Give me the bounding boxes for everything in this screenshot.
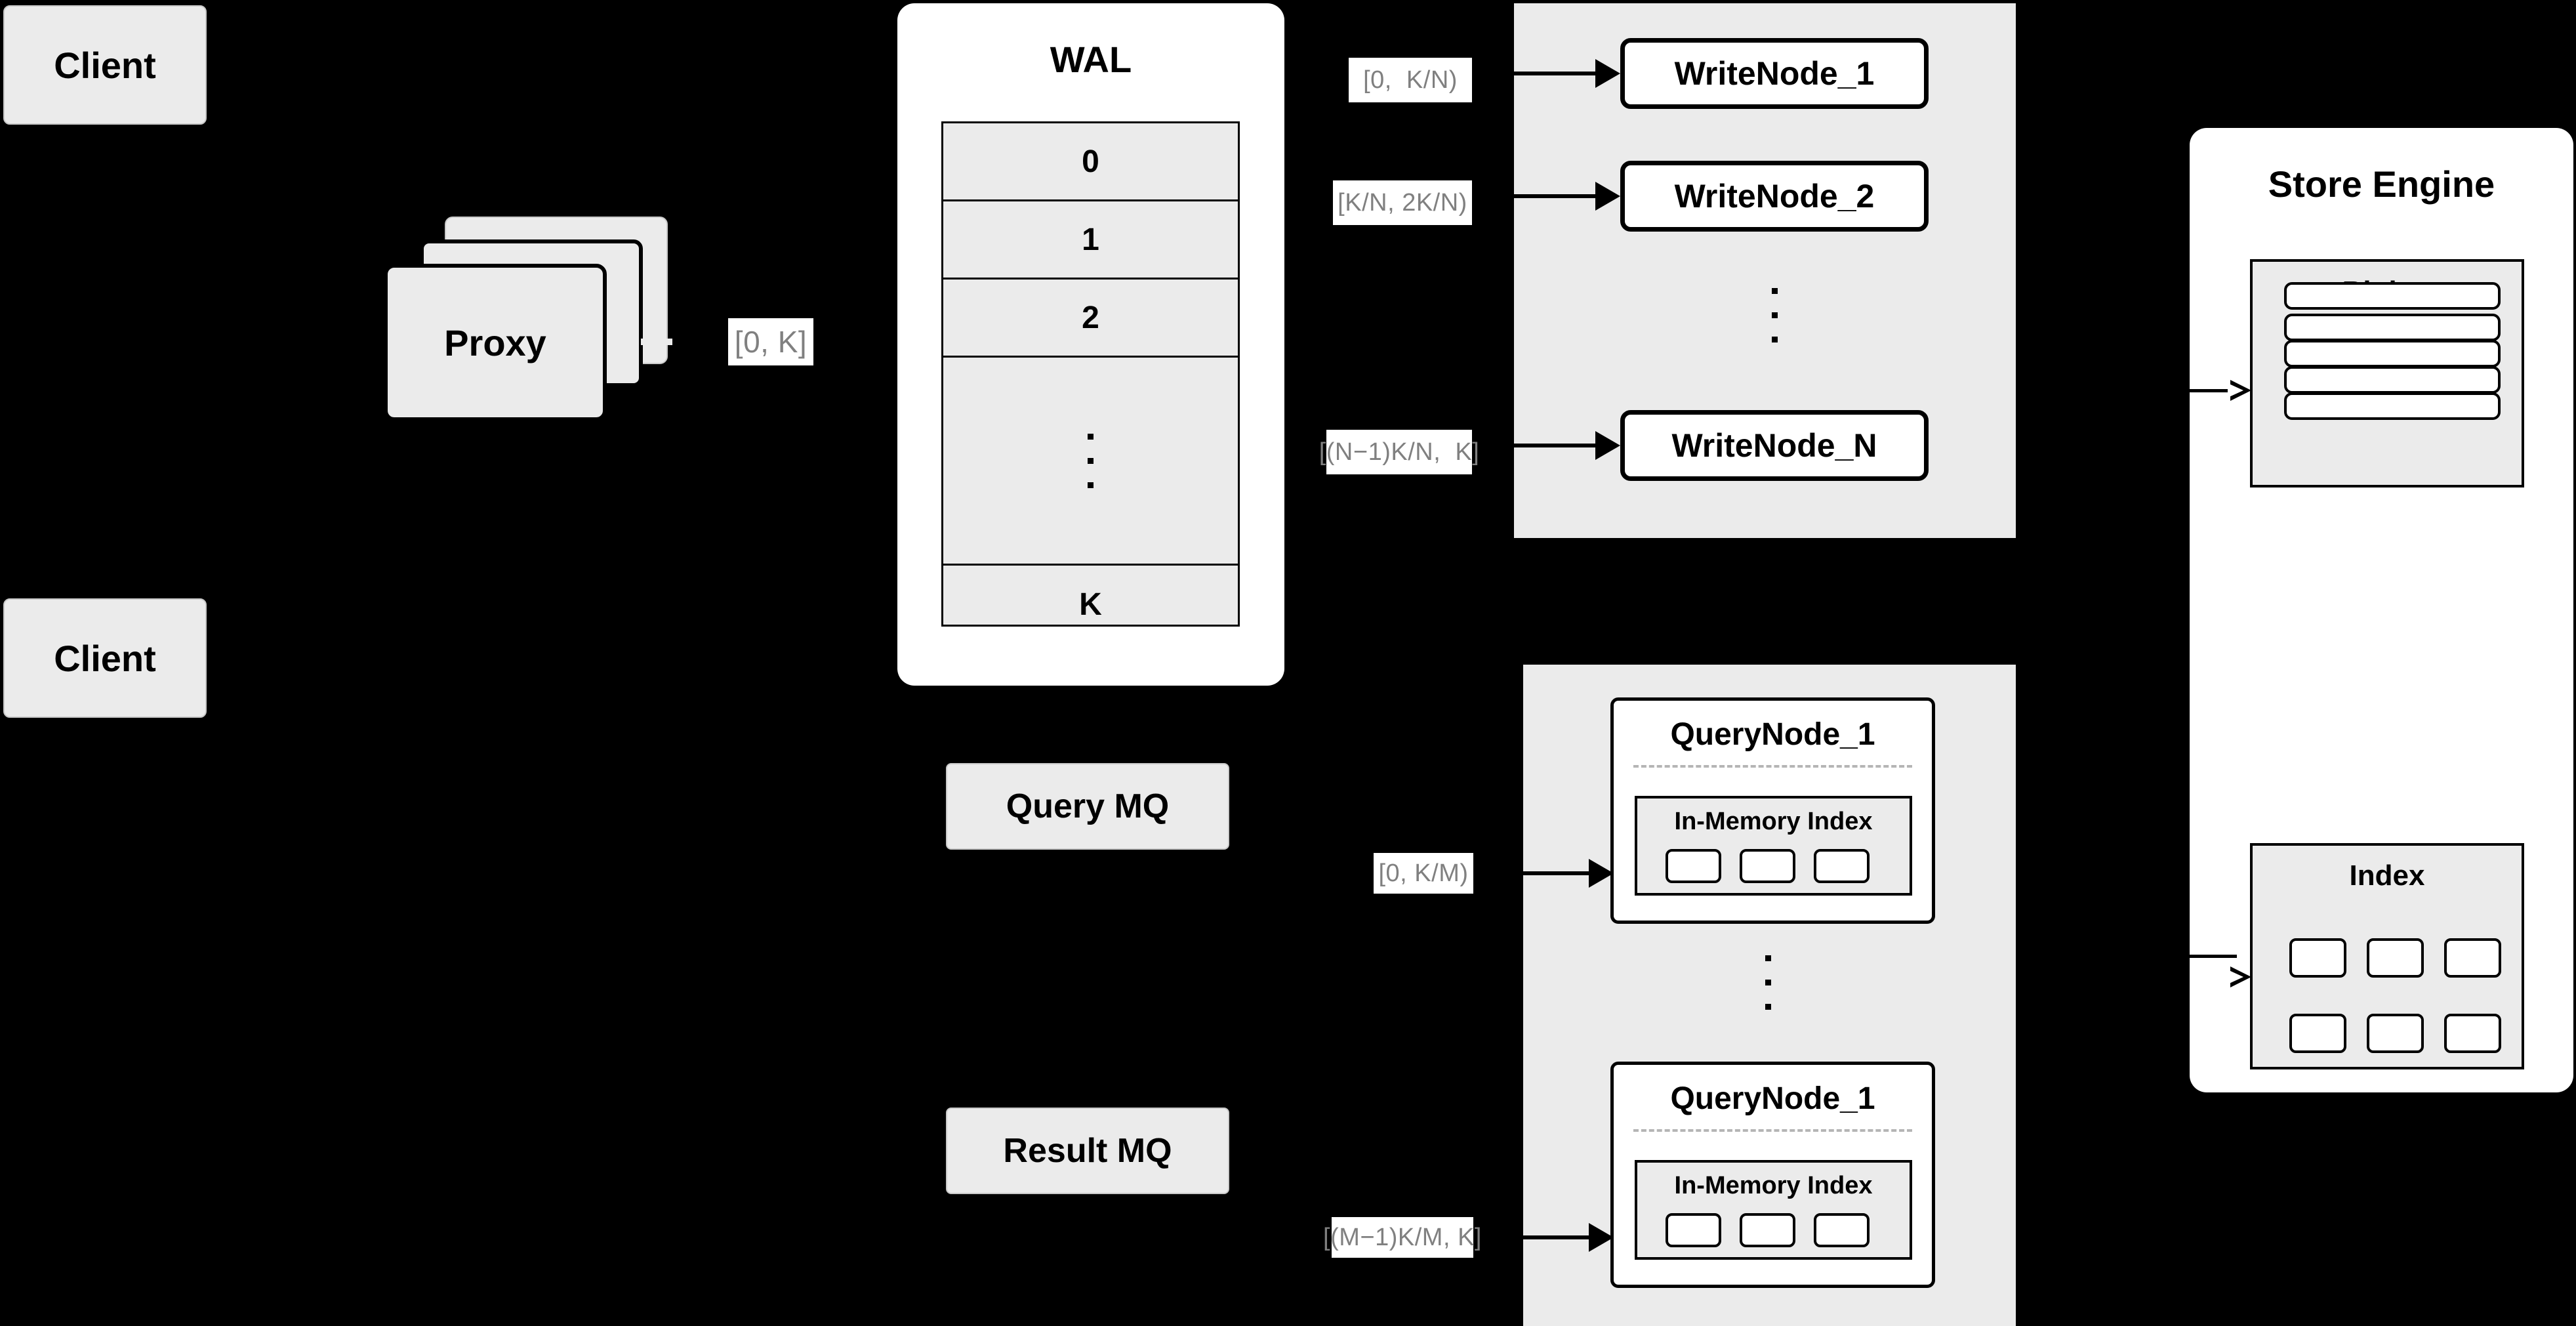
query-node-ellipsis xyxy=(1745,938,1791,1027)
index-chip[interactable] xyxy=(2289,938,2346,978)
binlog-row[interactable] xyxy=(2284,392,2501,420)
query-node-1-title: QueryNode_1 xyxy=(1670,716,1875,752)
index-title: Index xyxy=(2349,860,2425,892)
index-chip[interactable] xyxy=(1814,849,1870,883)
binlog-row[interactable] xyxy=(2284,340,2501,367)
wal-title: WAL xyxy=(1050,38,1132,80)
arrow-head-querynode-m xyxy=(1589,1223,1614,1252)
proxy-label: Proxy xyxy=(444,321,546,363)
arrow-line-writenode-1 xyxy=(1513,72,1599,75)
result-mq-label: Result MQ xyxy=(1003,1132,1172,1170)
wal-table: 0 1 2 K xyxy=(941,121,1240,627)
query-mq-label: Query MQ xyxy=(1006,787,1170,825)
write-node-1[interactable]: WriteNode_1 xyxy=(1620,38,1929,109)
store-engine-title: Store Engine xyxy=(2268,163,2495,205)
arrow-head-binlog xyxy=(2228,380,2251,401)
write-node-n[interactable]: WriteNode_N xyxy=(1620,410,1929,481)
binlog-row[interactable] xyxy=(2284,282,2501,310)
edge-label-writenode-2: [K/N, 2K/N) xyxy=(1333,180,1472,225)
index-chip[interactable] xyxy=(1740,849,1795,883)
index-chip[interactable] xyxy=(1666,1213,1721,1247)
wal-row[interactable]: 2 xyxy=(943,280,1238,358)
edge-label-proxy-to-wal: [0, K] xyxy=(728,318,813,365)
edge-label-writenode-n: [(N−1)K/N, K] xyxy=(1319,430,1479,474)
arrow-head-writenode-1 xyxy=(1595,59,1620,88)
client-label-2: Client xyxy=(54,637,156,679)
arrow-line-index xyxy=(2177,955,2237,958)
index-chip[interactable] xyxy=(2444,938,2501,978)
arrow-line-writenode-2 xyxy=(1513,194,1599,198)
binlog-row[interactable] xyxy=(2284,314,2501,341)
wal-row[interactable]: K xyxy=(1079,587,1102,622)
index-chip[interactable] xyxy=(2367,938,2424,978)
query-node-1-inmemory-title: In-Memory Index xyxy=(1674,807,1873,835)
result-mq-box[interactable]: Result MQ xyxy=(946,1108,1229,1194)
proxy-box[interactable]: Proxy xyxy=(384,264,607,421)
index-chip[interactable] xyxy=(1740,1213,1795,1247)
index-chip[interactable] xyxy=(2289,1014,2346,1053)
query-node-2-inmemory-title: In-Memory Index xyxy=(1674,1171,1873,1199)
edge-label-querynode-1: [0, K/M) xyxy=(1374,853,1473,894)
arrow-line-binlog xyxy=(2177,389,2237,392)
edge-label-writenode-1: [0, K/N) xyxy=(1349,58,1472,102)
client-label-1: Client xyxy=(54,44,156,86)
arrow-head-writenode-n xyxy=(1595,431,1620,460)
index-chip[interactable] xyxy=(1666,849,1721,883)
write-node-ellipsis xyxy=(1751,272,1797,358)
arrow-line-querynode-1 xyxy=(1522,871,1593,875)
index-chip[interactable] xyxy=(1814,1213,1870,1247)
client-box-1[interactable]: Client xyxy=(3,5,207,125)
index-chip[interactable] xyxy=(2367,1014,2424,1053)
write-node-2[interactable]: WriteNode_2 xyxy=(1620,161,1929,232)
proxy-to-wal-connector xyxy=(641,339,672,345)
wal-row[interactable]: 1 xyxy=(943,201,1238,280)
client-box-2[interactable]: Client xyxy=(3,598,207,718)
arrow-head-index xyxy=(2228,966,2251,987)
index-chip[interactable] xyxy=(2444,1014,2501,1053)
binlog-row[interactable] xyxy=(2284,366,2501,394)
wal-row-ellipsis xyxy=(943,358,1238,566)
edge-label-querynode-m: [(M−1)K/M, K] xyxy=(1323,1217,1481,1258)
arrow-head-querynode-1 xyxy=(1589,859,1614,888)
query-mq-box[interactable]: Query MQ xyxy=(946,763,1229,850)
wal-row[interactable]: 0 xyxy=(943,123,1238,201)
query-node-2-separator xyxy=(1633,1129,1912,1132)
query-node-1-separator xyxy=(1633,765,1912,768)
arrow-head-writenode-2 xyxy=(1595,182,1620,211)
query-node-2-title: QueryNode_1 xyxy=(1670,1081,1875,1116)
arrow-line-writenode-n xyxy=(1513,444,1599,447)
arrow-line-querynode-m xyxy=(1522,1235,1593,1239)
